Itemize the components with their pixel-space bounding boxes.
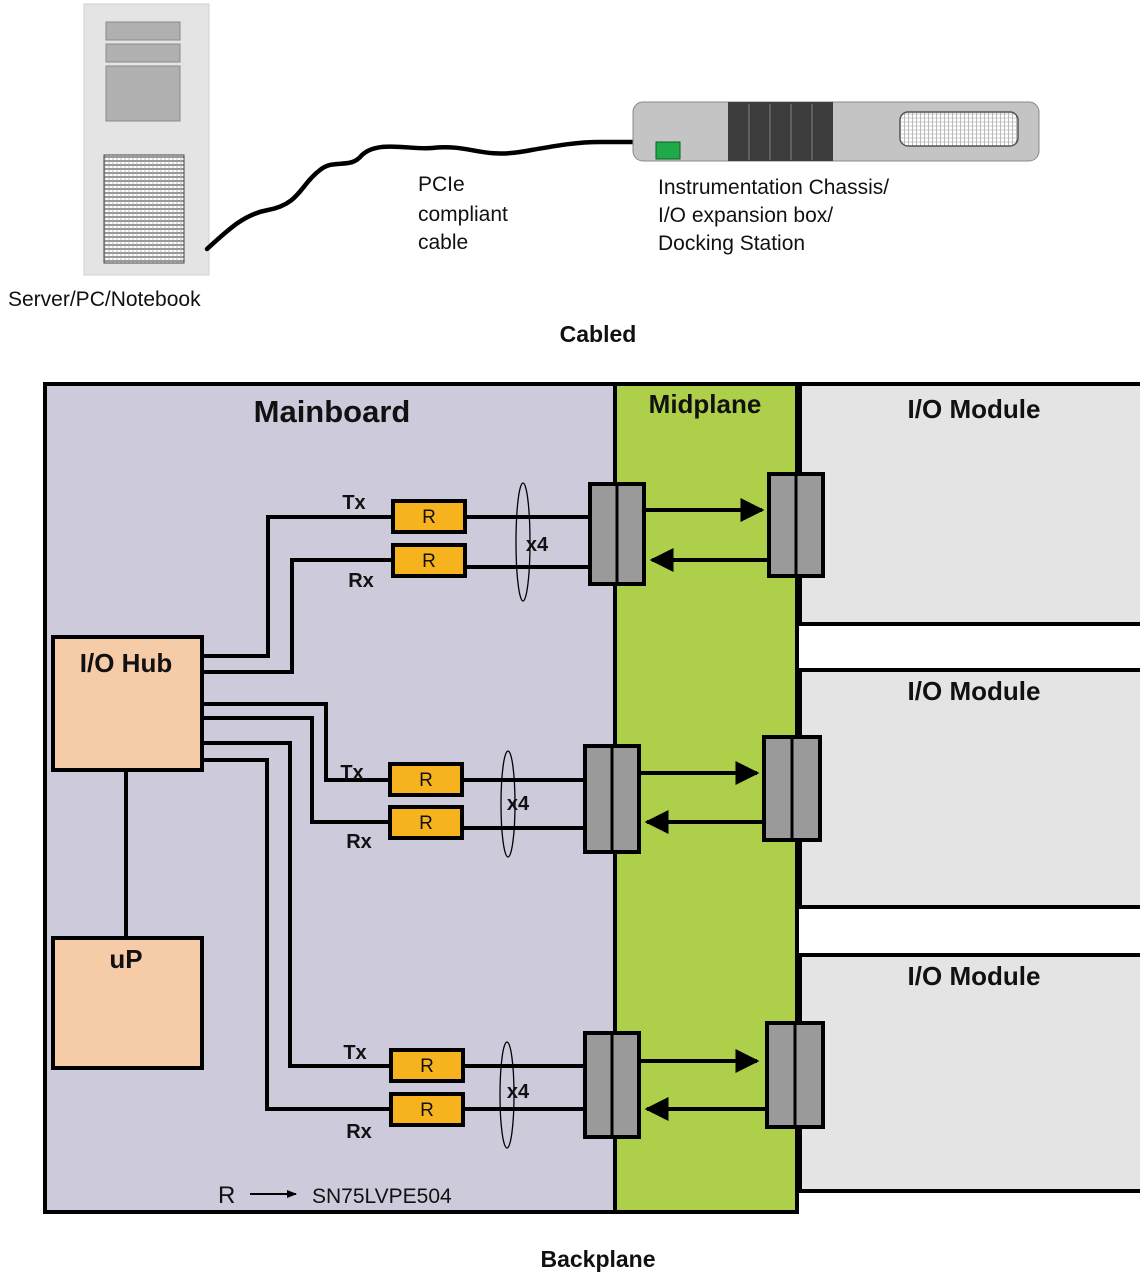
io-module-label: I/O Module bbox=[908, 961, 1041, 991]
legend-symbol: R bbox=[218, 1182, 235, 1209]
hub-traces bbox=[202, 515, 392, 1111]
io-module-label: I/O Module bbox=[908, 676, 1041, 706]
io-hub bbox=[51, 635, 204, 772]
legend-part-number: SN75LVPE504 bbox=[312, 1185, 452, 1208]
redriver-label: R bbox=[419, 770, 433, 791]
redriver-label: R bbox=[420, 1100, 434, 1121]
cable-label-line3: cable bbox=[418, 231, 468, 254]
redriver-label: R bbox=[419, 813, 433, 834]
io-module-3: I/O Module bbox=[798, 953, 1140, 1193]
io-module-1: I/O Module bbox=[798, 382, 1140, 626]
lane-count-label: x4 bbox=[507, 793, 530, 815]
pcie-cable bbox=[204, 139, 638, 252]
midplane-label: Midplane bbox=[649, 389, 762, 419]
lane-count-label: x4 bbox=[507, 1081, 530, 1103]
cabled-caption: Cabled bbox=[560, 321, 637, 347]
io-module-label: I/O Module bbox=[908, 394, 1041, 424]
redriver-label: R bbox=[420, 1056, 434, 1077]
lane-bundle-ellipse bbox=[499, 1041, 515, 1149]
tx-label: Tx bbox=[343, 1042, 366, 1064]
lane-group-3: Tx Rx R R x4 bbox=[343, 1021, 825, 1149]
mainboard bbox=[43, 382, 617, 1214]
lane-bundle-ellipse bbox=[515, 482, 531, 602]
chassis-label-line1: Instrumentation Chassis/ bbox=[658, 176, 889, 199]
lane-bundle-ellipse bbox=[500, 750, 516, 858]
tx-label: Tx bbox=[340, 762, 363, 784]
server-tower-icon bbox=[83, 3, 210, 276]
lane-count-label: x4 bbox=[526, 534, 549, 556]
up-label: uP bbox=[109, 944, 142, 974]
redriver-label: R bbox=[422, 551, 436, 572]
rx-label: Rx bbox=[348, 570, 374, 592]
cable-label-line1: PCIe bbox=[418, 173, 465, 196]
lane-group-1: Tx Rx R R x4 bbox=[342, 472, 825, 602]
redriver-label: R bbox=[422, 507, 436, 528]
rx-label: Rx bbox=[346, 1121, 372, 1143]
cable-label-line2: compliant bbox=[418, 203, 508, 226]
instrumentation-chassis-icon bbox=[632, 101, 1040, 162]
rx-label: Rx bbox=[346, 831, 372, 853]
mainboard-label: Mainboard bbox=[254, 394, 411, 429]
chassis-label-line2: I/O expansion box/ bbox=[658, 204, 833, 227]
legend: R SN75LVPE504 bbox=[218, 1182, 452, 1209]
lane-group-2: Tx Rx R R x4 bbox=[340, 735, 822, 858]
tx-label: Tx bbox=[342, 492, 365, 514]
redriver-rx bbox=[388, 805, 464, 840]
host-label: Server/PC/Notebook bbox=[8, 288, 201, 311]
chassis-label-line3: Docking Station bbox=[658, 232, 805, 255]
io-module-2: I/O Module bbox=[798, 668, 1140, 909]
backplane-caption: Backplane bbox=[540, 1246, 655, 1272]
io-hub-label: I/O Hub bbox=[80, 648, 172, 678]
microprocessor bbox=[51, 936, 204, 1070]
redriver-rx bbox=[391, 543, 467, 578]
